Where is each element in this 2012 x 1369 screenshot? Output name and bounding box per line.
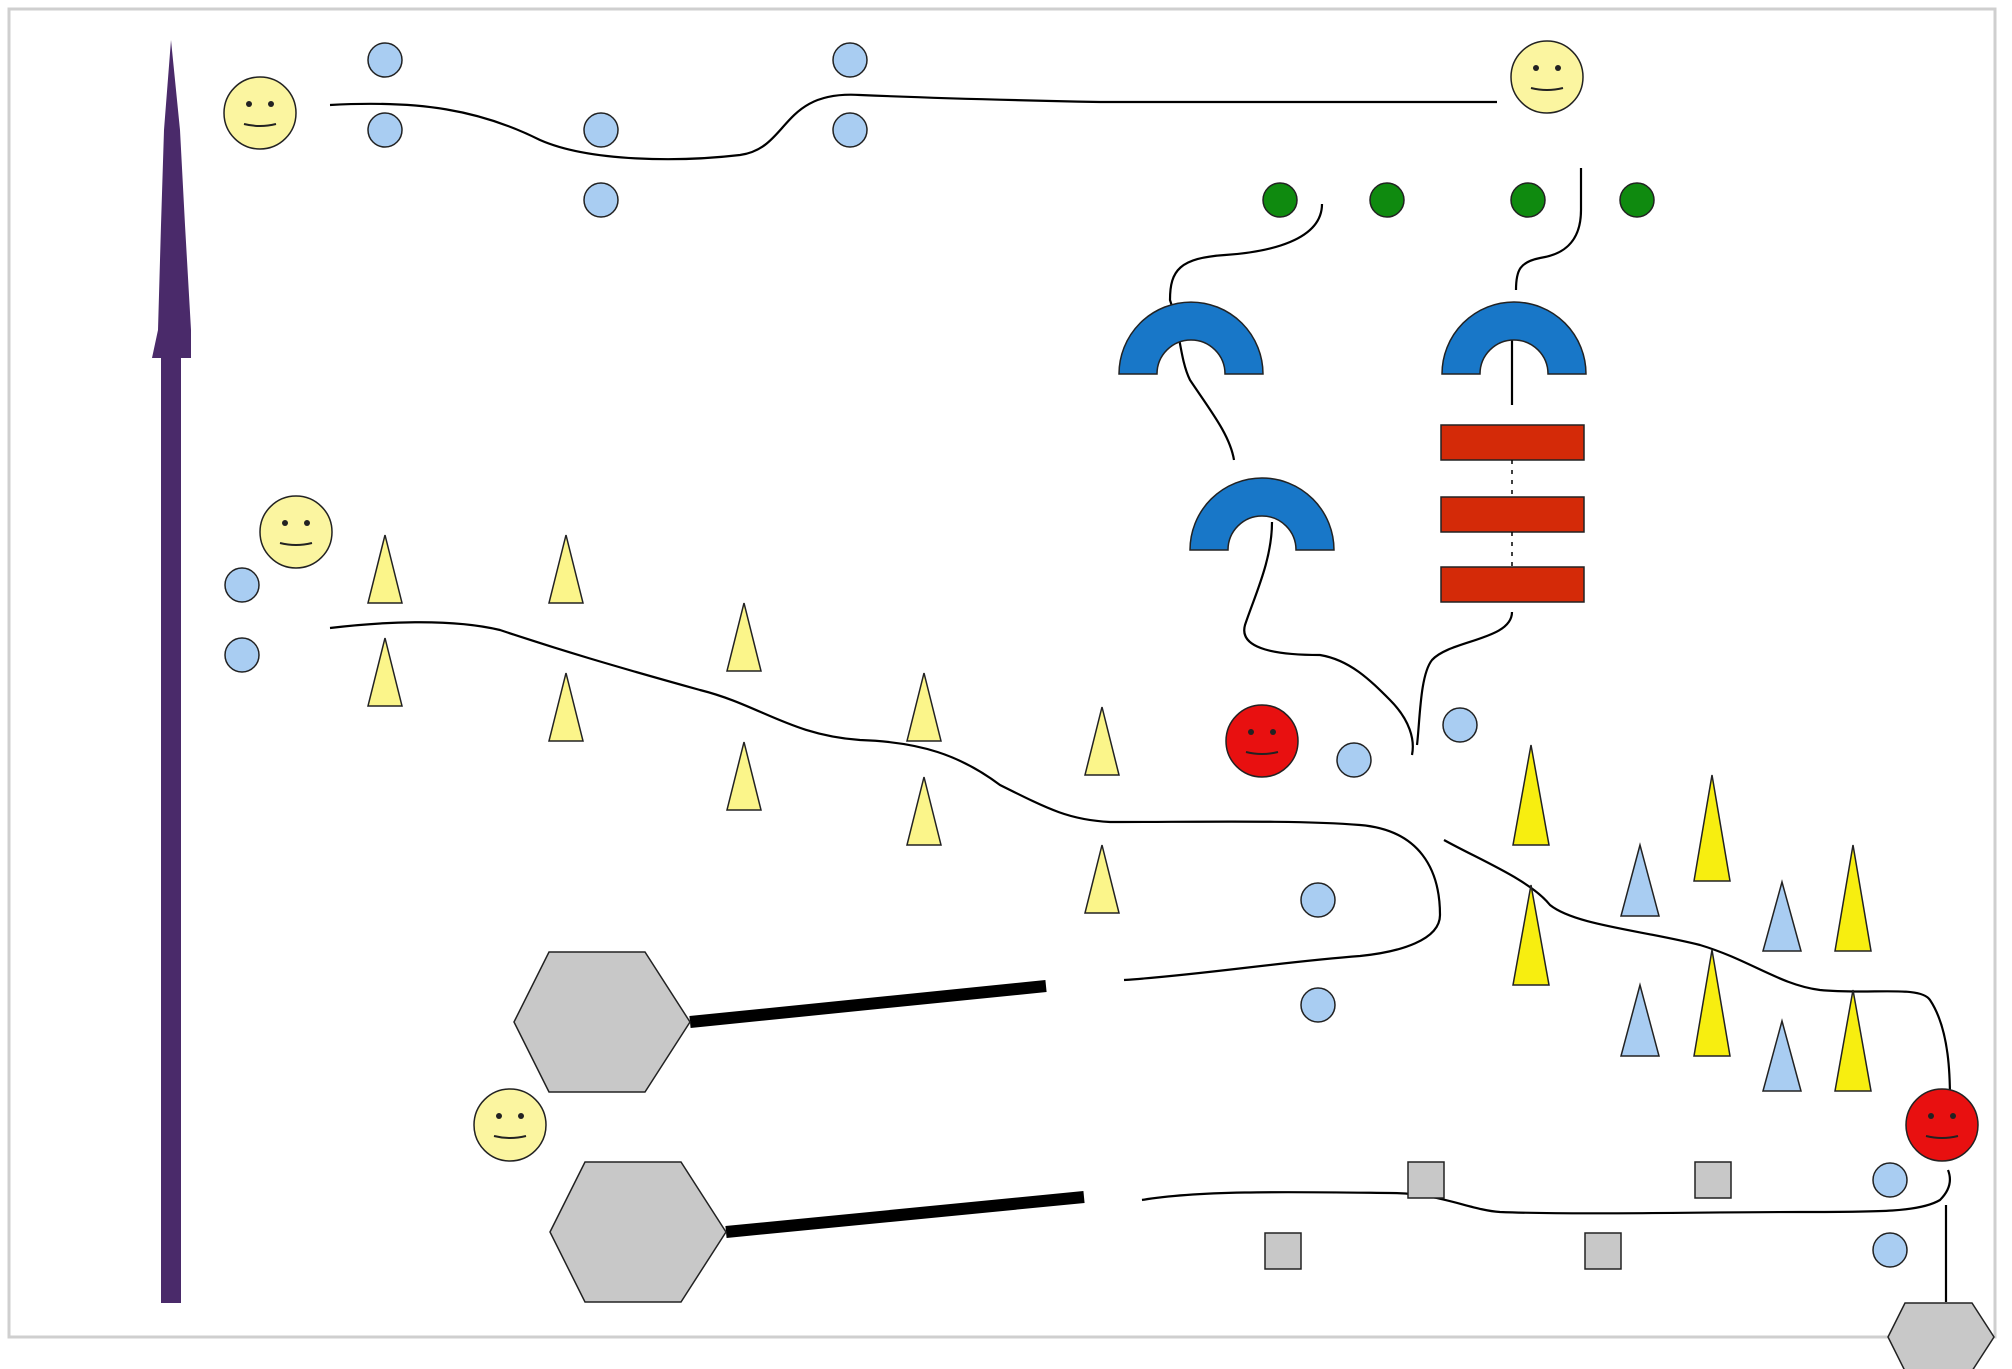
light-blue-circle <box>367 112 403 148</box>
light-blue-circle <box>1872 1162 1908 1198</box>
triangle <box>367 534 403 604</box>
gray-square <box>1584 1232 1622 1270</box>
triangle <box>1084 706 1120 776</box>
diagram-frame <box>7 7 1997 1339</box>
triangle <box>1834 989 1872 1092</box>
connector-line <box>329 621 1442 982</box>
triangle <box>1834 844 1872 952</box>
purple-spire <box>152 40 191 1303</box>
smiley-face <box>1225 704 1299 778</box>
green-dot <box>1369 182 1405 218</box>
gray-square <box>1694 1161 1732 1199</box>
blue-arch <box>1441 301 1587 375</box>
triangle <box>726 741 762 811</box>
light-blue-circle <box>1336 742 1372 778</box>
light-blue-circles <box>224 42 1908 1268</box>
pale-yellow-triangles <box>367 534 1120 914</box>
triangle <box>1693 949 1731 1057</box>
light-blue-circle <box>224 637 260 673</box>
triangle <box>906 776 942 846</box>
bright-yellow-triangles <box>1512 744 1872 1092</box>
connector-line <box>1141 1169 1951 1215</box>
light-blue-circle <box>1442 707 1478 743</box>
smiley-face <box>223 76 297 150</box>
triangle <box>367 637 403 707</box>
triangle <box>1512 884 1550 986</box>
light-blue-circle <box>583 112 619 148</box>
triangle <box>1512 744 1550 846</box>
triangle <box>1762 879 1802 952</box>
red-bar <box>1440 424 1585 461</box>
triangle <box>1620 982 1660 1057</box>
triangle <box>548 534 584 604</box>
blue-arches <box>1118 301 1587 551</box>
triangle <box>1762 1018 1802 1092</box>
triangle <box>1693 774 1731 882</box>
gray-square <box>1407 1161 1445 1199</box>
light-blue-circle <box>832 42 868 78</box>
connector-line <box>1168 203 1324 461</box>
triangle <box>1084 844 1120 914</box>
light-blue-triangles <box>1620 842 1802 1092</box>
red-bar <box>1440 496 1585 533</box>
triangle <box>1620 842 1660 917</box>
smiley-face <box>259 495 333 569</box>
red-bars <box>1440 424 1585 603</box>
gray-square <box>1264 1232 1302 1270</box>
triangle <box>548 672 584 742</box>
triangle <box>906 672 942 742</box>
thick-connector <box>725 1191 1085 1238</box>
light-blue-circle <box>367 42 403 78</box>
blue-arch <box>1118 301 1264 375</box>
light-blue-circle <box>1872 1232 1908 1268</box>
light-blue-circle <box>583 182 619 218</box>
smiley-face <box>1510 40 1584 114</box>
green-dots <box>1262 182 1655 218</box>
blue-arch <box>1189 477 1335 551</box>
connector-line <box>1443 839 1952 1101</box>
gray-hexagon <box>1887 1302 1995 1369</box>
connector-line <box>1514 168 1583 291</box>
connector-line <box>329 93 1497 161</box>
connector-line <box>1415 611 1514 746</box>
connector-lines <box>329 93 1952 1302</box>
green-dot <box>1510 182 1546 218</box>
light-blue-circle <box>224 567 260 603</box>
light-blue-circle <box>1300 882 1336 918</box>
green-dot <box>1262 182 1298 218</box>
gray-hexagon <box>513 951 691 1093</box>
gray-squares <box>1264 1161 1732 1270</box>
gray-hexagon <box>549 1161 727 1303</box>
connector-line <box>1243 521 1414 756</box>
smiley-face <box>473 1088 547 1162</box>
thick-connector <box>689 980 1047 1028</box>
red-bar <box>1440 566 1585 603</box>
triangle <box>726 602 762 672</box>
smiley-face <box>1905 1088 1979 1162</box>
light-blue-circle <box>1300 987 1336 1023</box>
green-dot <box>1619 182 1655 218</box>
light-blue-circle <box>832 112 868 148</box>
